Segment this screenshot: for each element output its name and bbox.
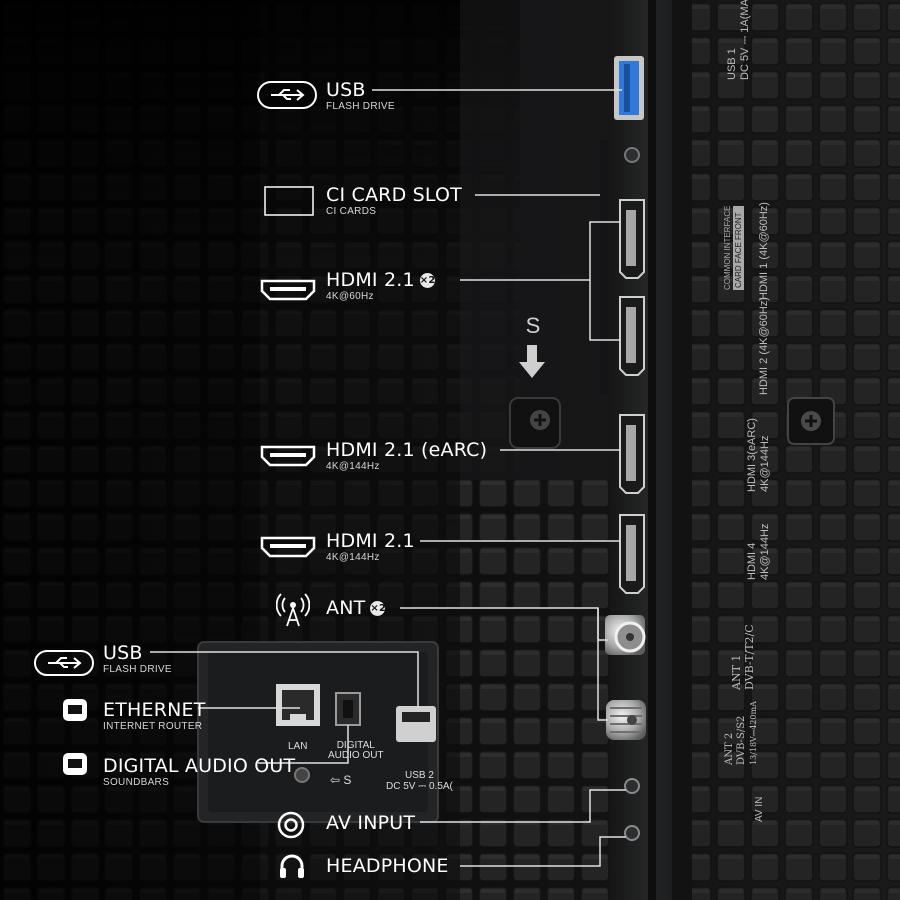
headphone-label: HEADPHONE [326, 855, 449, 877]
ant-label: ANT×2 [326, 597, 387, 619]
hdmi-single-label: HDMI 2.1 4K@144Hz [326, 530, 415, 563]
usb-icon [257, 81, 317, 114]
count-badge: ×2 [419, 273, 436, 288]
screw-marker: S [526, 313, 541, 338]
av-input-label: AV INPUT [326, 812, 416, 834]
lan-print: LAN [288, 741, 308, 752]
av-input-icon [276, 810, 306, 845]
hdmi1-print: HDMI 1 (4K@60Hz) [758, 202, 770, 300]
hdmi-icon [260, 278, 316, 307]
usb-icon [34, 650, 94, 681]
hdmi-earc-label: HDMI 2.1 (eARC) 4K@144Hz [326, 439, 488, 472]
hdmi-icon [260, 444, 316, 473]
optical-audio-icon [62, 752, 88, 781]
count-badge: ×2 [370, 601, 387, 616]
digital-audio-label: DIGITAL AUDIO OUT SOUNDBARS [103, 755, 296, 788]
hdmi2-print: HDMI 2 (4K@60Hz) [758, 297, 770, 395]
common-interface-print: COMMON INTERFACE CARD FACE FRONT [723, 205, 744, 290]
hdmi-icon [260, 535, 316, 564]
usb-top-label: USB FLASH DRIVE [326, 79, 395, 112]
hdmi-pair-label: HDMI 2.1×2 4K@60Hz [326, 269, 436, 302]
digital-audio-print: DIGITAL AUDIO OUT [328, 740, 384, 761]
hdmi3-print: HDMI 3(eARC) 4K@144Hz [746, 418, 771, 492]
usb2-print: USB 2 DC 5V ⎓ 0.5A( [386, 770, 453, 792]
av-in-print: AV IN [754, 796, 765, 822]
screw-marker-small: ⇦ S [330, 773, 352, 787]
hdmi4-print: HDMI 4 4K@144Hz [746, 523, 771, 580]
ci-card-label: CI CARD SLOT CI CARDS [326, 184, 462, 217]
ci-card-icon [264, 186, 314, 221]
ant1-print: ANT 1 DVB-T/T2/C [730, 624, 756, 690]
ant2-print: ANT 2 DVB-S/S2 13/18V⎓420mA [724, 701, 758, 765]
ethernet-icon [62, 698, 88, 727]
ethernet-label: ETHERNET INTERNET ROUTER [103, 699, 206, 732]
usb1-print: USB 1 DC 5V ⎓ 1A(MAX) [726, 0, 751, 80]
headphone-icon [278, 852, 306, 885]
antenna-icon [275, 592, 311, 633]
usb-bottom-label: USB FLASH DRIVE [103, 642, 172, 675]
